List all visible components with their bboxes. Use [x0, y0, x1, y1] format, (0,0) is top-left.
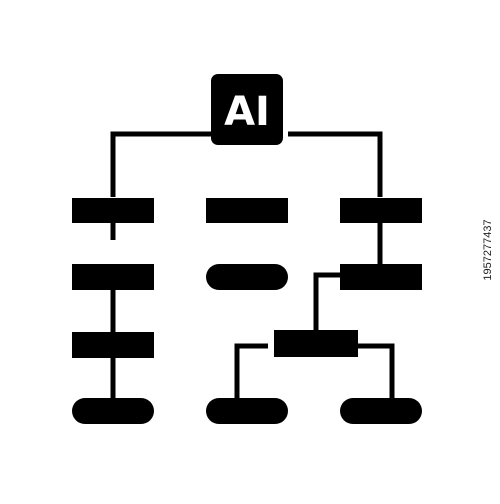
box-level2-right: [340, 264, 422, 290]
connector-mid-right: [358, 343, 395, 398]
pill-level4-center: [206, 398, 288, 424]
pill-level4-left: [72, 398, 154, 424]
box-level1-left: [72, 198, 154, 223]
pill-level4-right: [340, 398, 422, 424]
connector-right-to-mid: [313, 272, 345, 330]
box-level3-left: [72, 332, 154, 358]
box-level3-mid: [274, 330, 358, 357]
ai-badge-box: [211, 74, 283, 145]
box-level1-center: [206, 198, 288, 223]
stock-id-label: 1957277437: [482, 219, 494, 281]
connector-mid-left: [234, 343, 268, 398]
box-level2-left: [72, 264, 154, 290]
ai-badge-label: AI: [224, 89, 270, 135]
pill-level2-center: [206, 264, 288, 290]
box-level1-right: [340, 198, 422, 223]
connector-root-left: [110, 131, 212, 197]
connector-root-right: [288, 131, 383, 197]
connector-lines: [110, 131, 395, 398]
ai-badge: AI: [211, 74, 283, 145]
